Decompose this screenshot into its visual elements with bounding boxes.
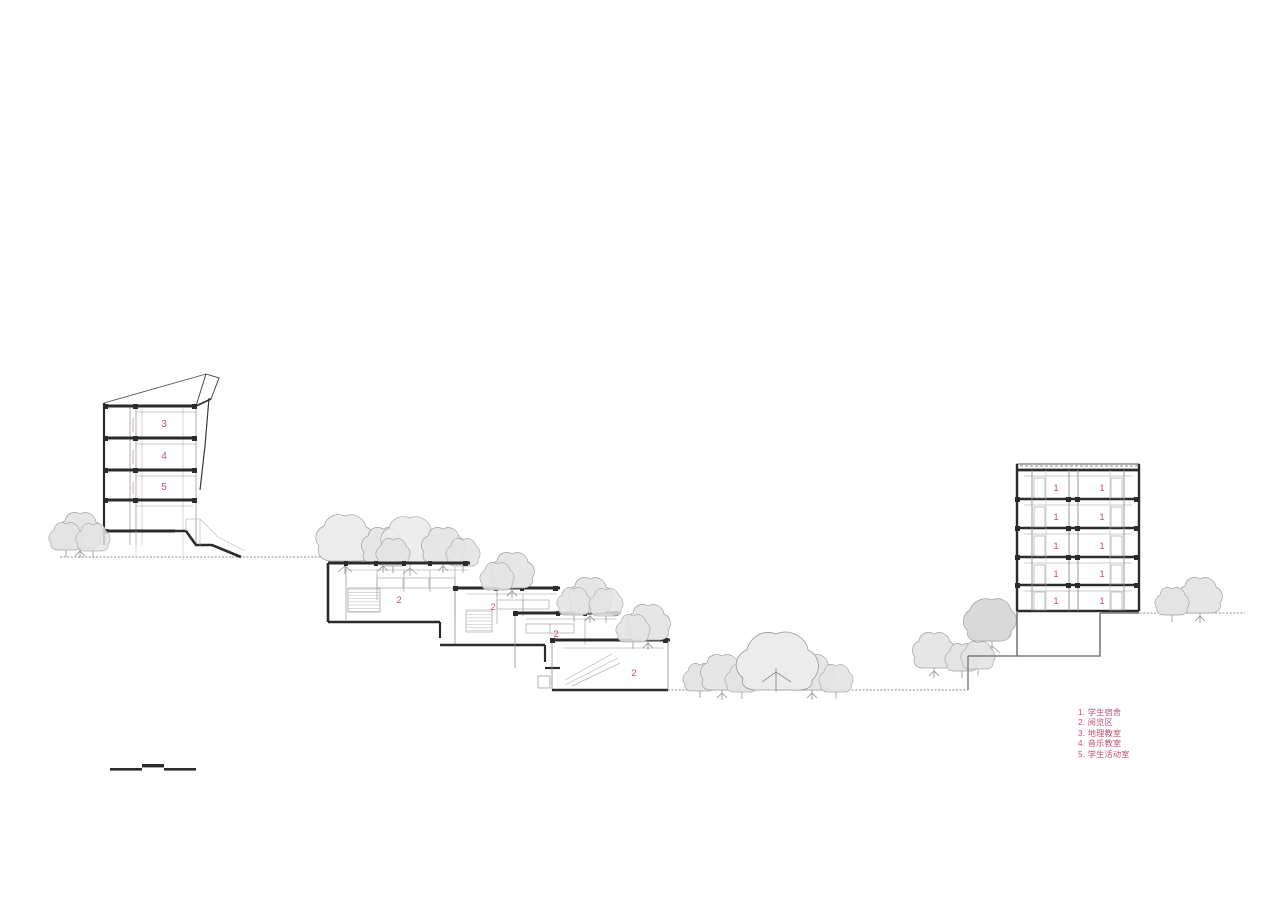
legend-item-4: 4. 音乐教室 [1078, 739, 1122, 749]
tree-group-terrace-2 [479, 552, 535, 599]
room-label-5: 5 [161, 482, 167, 493]
room-label-2c: 2 [553, 629, 558, 640]
scale-bar [110, 764, 196, 771]
tree-group-terrace-top [315, 514, 481, 577]
room-label-4: 4 [161, 451, 167, 462]
legend-item-1: 1. 学生宿舍 [1078, 708, 1122, 717]
dorm-label-1: 1 [1053, 483, 1058, 494]
room-label-2b: 2 [490, 602, 495, 613]
room-label-2d: 2 [631, 668, 636, 679]
dorm-label-4: 1 [1099, 512, 1104, 523]
reading-terrace-2: 2 [440, 586, 560, 662]
dorm-label-6: 1 [1099, 541, 1104, 552]
dorm-label-3: 1 [1053, 512, 1058, 523]
tree-group-dorm-left [912, 598, 1017, 679]
legend-item-5: 5. 学生活动室 [1078, 749, 1130, 759]
tree-group-terrace-3 [556, 577, 624, 624]
dorm-label-10: 1 [1099, 596, 1104, 607]
dormitory-building: 1 1 1 1 1 1 1 1 1 1 [967, 463, 1141, 690]
reading-terrace-4: 2 [537, 638, 670, 692]
dorm-label-9: 1 [1053, 596, 1058, 607]
dorm-label-8: 1 [1099, 569, 1104, 580]
tree-group-right [1154, 577, 1223, 624]
dorm-label-7: 1 [1053, 569, 1058, 580]
reading-terrace-1: 2 [326, 561, 470, 638]
dorm-label-2: 1 [1099, 483, 1104, 494]
tree-group-terrace-4 [615, 604, 671, 651]
tree-group-left [48, 512, 111, 559]
room-label-3: 3 [161, 419, 167, 430]
legend-item-2: 2. 阅览区 [1078, 718, 1113, 728]
left-classroom-building: 3 4 5 [102, 373, 246, 560]
room-label-2a: 2 [396, 595, 401, 606]
legend-item-3: 3. 地理教室 [1078, 728, 1122, 738]
legend: 1. 学生宿舍 2. 阅览区 3. 地理教室 4. 音乐教室 5. 学生活动室 [1078, 708, 1130, 760]
dorm-label-5: 1 [1053, 541, 1058, 552]
tree-large-center [735, 631, 819, 691]
